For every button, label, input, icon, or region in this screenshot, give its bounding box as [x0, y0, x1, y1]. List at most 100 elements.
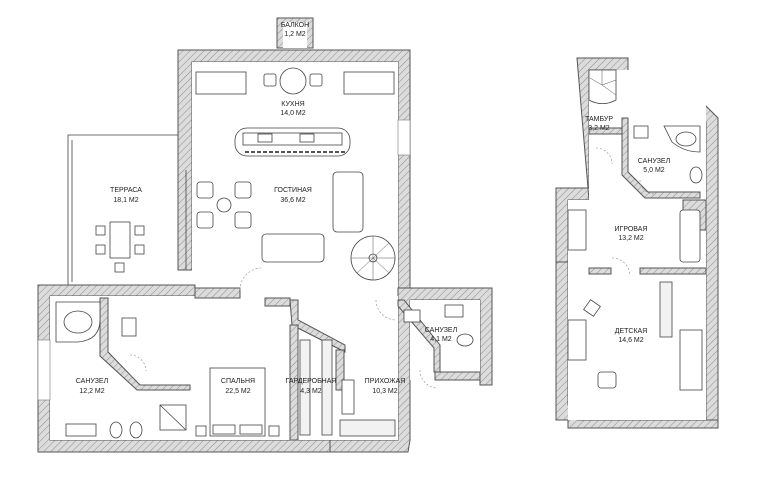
partition — [588, 127, 623, 135]
cooktop — [257, 133, 273, 143]
partition — [588, 267, 612, 275]
bed — [679, 329, 703, 391]
room-name-bath-up: САНУЗЕЛ — [638, 158, 671, 165]
chair — [95, 244, 106, 255]
room-name-bedroom: СПАЛЬНЯ — [221, 378, 255, 385]
room-name-vestibule: ТАМБУР — [585, 116, 613, 123]
room-area-nursery: 14,6 М2 — [618, 337, 643, 344]
sofa — [679, 209, 701, 263]
sofa — [261, 233, 325, 263]
window — [397, 119, 411, 156]
door-swing — [419, 369, 437, 389]
partition — [194, 287, 241, 299]
chair — [309, 73, 323, 87]
room-area-balcony: 1,2 М2 — [284, 31, 306, 38]
wardrobe-shelf — [659, 281, 673, 338]
room-name-wardrobe: ГАРДЕРОБНАЯ — [286, 378, 337, 385]
toilet — [689, 166, 703, 184]
desk — [567, 319, 587, 361]
room-area-bath-mid: 4,1 М2 — [430, 336, 452, 343]
wardrobe-shelf — [321, 339, 333, 436]
stair-treads — [589, 70, 617, 96]
room-area-wardrobe: 4,3 М2 — [300, 388, 322, 395]
chair — [95, 225, 106, 236]
armchair — [234, 181, 252, 199]
hall-bench — [341, 379, 355, 415]
room-area-living: 36,6 М2 — [280, 197, 305, 204]
bidet — [129, 421, 143, 439]
door-swing — [595, 147, 613, 165]
nightstand — [268, 425, 280, 437]
room-area-bath-up: 5,0 М2 — [643, 167, 665, 174]
room-name-bath-left: САНУЗЕЛ — [76, 378, 109, 385]
chair — [263, 73, 277, 87]
armchair — [597, 371, 617, 389]
bed-pillow — [239, 424, 263, 435]
bathtub-basin — [675, 131, 697, 147]
partition — [264, 297, 291, 307]
chair — [134, 244, 145, 255]
room-area-hall: 10,3 М2 — [372, 388, 397, 395]
terrace-table — [109, 221, 131, 259]
room-name-hall: ПРИХОЖАЯ — [365, 378, 406, 385]
partition — [335, 349, 345, 391]
nightstand — [195, 425, 207, 437]
hall-cabinet — [339, 419, 396, 437]
room-labels: БАЛКОН 1,2 М2 КУХНЯ 14,0 М2 ТЕРРАСА 18,1… — [76, 22, 671, 395]
kitchen-counter — [195, 71, 247, 95]
room-area-vestibule: 3,2 М2 — [588, 125, 610, 132]
window — [37, 339, 51, 401]
vanity — [633, 125, 649, 139]
vanity — [65, 423, 97, 437]
vanity — [121, 317, 137, 337]
sink — [444, 304, 464, 318]
room-area-kitchen: 14,0 М2 — [280, 110, 305, 117]
bed-pillow — [212, 424, 236, 435]
room-name-terrace: ТЕРРАСА — [110, 187, 142, 194]
bathtub-basin — [63, 310, 93, 334]
door-swing — [239, 267, 263, 291]
door-swing — [129, 354, 147, 372]
room-name-kitchen: КУХНЯ — [281, 101, 304, 108]
coffee-table — [216, 197, 232, 213]
room-area-terrace: 18,1 М2 — [113, 197, 138, 204]
chair — [114, 262, 125, 273]
room-name-living: ГОСТИНАЯ — [274, 187, 312, 194]
armchair — [196, 211, 214, 229]
chair — [134, 225, 145, 236]
armchair — [196, 181, 214, 199]
stair-treads — [351, 236, 395, 280]
kitchen-counter — [343, 71, 395, 95]
toilet — [109, 421, 123, 439]
sink — [299, 133, 315, 143]
room-name-nursery: ДЕТСКАЯ — [615, 328, 648, 335]
wardrobe-shelf — [299, 339, 311, 436]
main-floor — [37, 17, 493, 453]
partition — [639, 267, 707, 275]
armchair — [234, 211, 252, 229]
partition — [434, 371, 481, 381]
door-swing — [639, 179, 655, 195]
door-swing — [375, 299, 397, 321]
room-area-playroom: 13,2 М2 — [618, 235, 643, 242]
desk — [567, 209, 587, 251]
upper-floor — [555, 57, 719, 429]
room-area-bath-left: 12,2 М2 — [79, 388, 104, 395]
partition — [99, 297, 191, 391]
room-area-bedroom: 22,5 М2 — [225, 388, 250, 395]
balcony-floor — [283, 22, 307, 48]
dining-table — [279, 67, 307, 95]
sofa — [332, 171, 364, 233]
radiator — [403, 309, 421, 323]
terrace-outline — [67, 134, 178, 286]
room-name-balcony: БАЛКОН — [281, 22, 309, 29]
partition — [289, 324, 299, 441]
shower-diag — [159, 404, 187, 431]
chair — [583, 299, 601, 317]
spiral-staircase — [588, 69, 617, 104]
room-name-bath-mid: САНУЗЕЛ — [425, 327, 458, 334]
toilet — [456, 333, 474, 347]
room-name-playroom: ИГРОВАЯ — [615, 226, 648, 233]
door-swing — [611, 257, 631, 277]
